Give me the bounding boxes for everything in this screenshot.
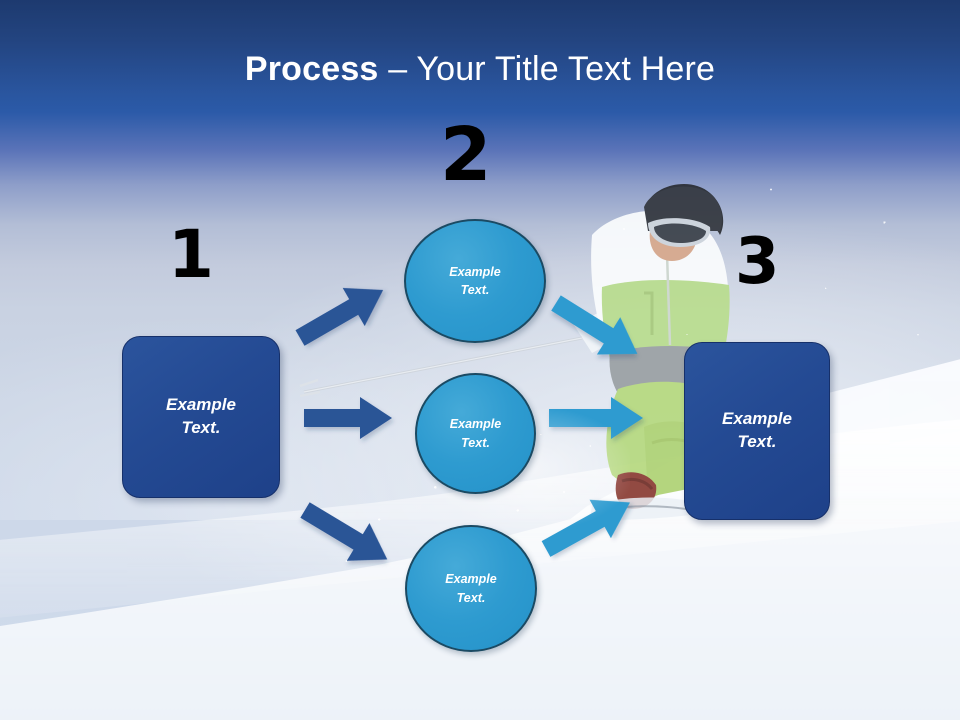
process-circle-bottom-line1: Example [445,572,497,587]
process-circle-middle-line1: Example [449,417,502,432]
process-box-left-line1: Example [166,395,236,415]
page-title-rest: – Your Title Text Here [378,50,716,88]
step-number-3: 3 [735,225,780,299]
process-circle-middle-line2: Text. [461,435,490,450]
process-box-left-text: Example Text. [166,394,236,440]
process-box-right-line1: Example [722,409,792,429]
arrow-left-to-mid-circle-shape [304,397,392,439]
process-circle-bottom-text: Example Text. [445,570,496,606]
process-box-right-line2: Text. [737,432,777,451]
step-number-2: 2 [440,112,492,198]
arrow-left-to-top-circle-shape [295,287,384,346]
process-circle-top[interactable]: Example Text. [404,219,546,343]
process-circle-middle-text: Example Text. [450,415,501,451]
page-title: Process – Your Title Text Here [0,50,960,89]
process-box-right[interactable]: Example Text. [684,342,830,520]
process-circle-top-line2: Text. [460,283,490,297]
process-box-left[interactable]: Example Text. [122,336,280,498]
process-box-left-line2: Text. [181,418,221,437]
process-box-right-text: Example Text. [722,408,792,454]
page-title-strong: Process [244,50,379,88]
process-circle-top-line1: Example [449,264,501,279]
process-circle-bottom[interactable]: Example Text. [405,525,537,652]
process-circle-bottom-line2: Text. [456,590,486,605]
step-number-1: 1 [168,216,214,293]
process-circle-middle[interactable]: Example Text. [415,373,536,494]
process-circle-top-text: Example Text. [449,263,500,299]
